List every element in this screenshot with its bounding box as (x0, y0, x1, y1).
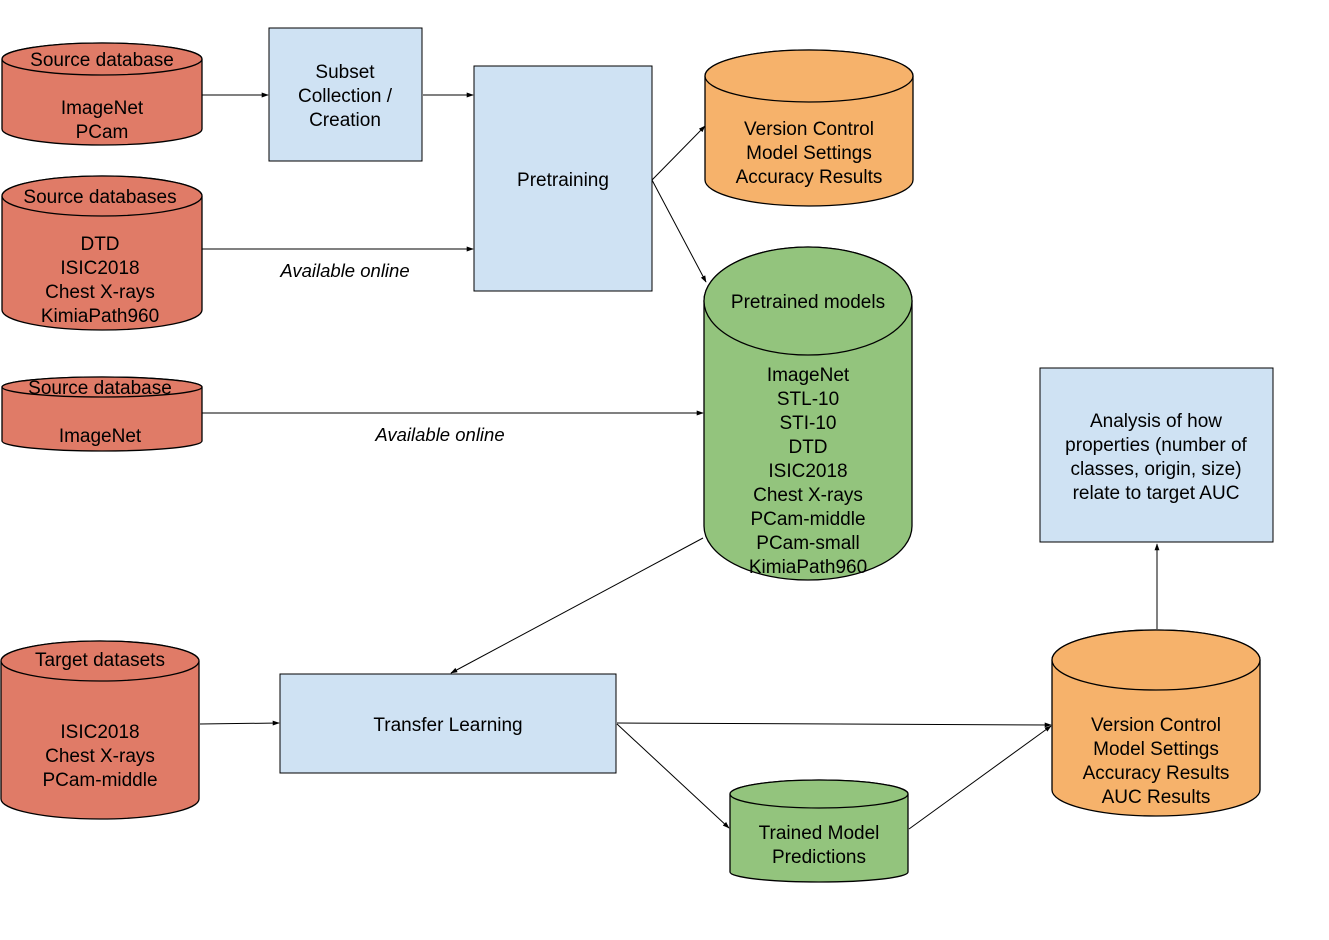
arrow-transfer-to-results-db-2 (616, 722, 1052, 728)
cylinder-line: ISIC2018 (60, 258, 139, 279)
cylinder-line: Accuracy Results (1083, 763, 1230, 784)
cylinder-line: ImageNet (61, 98, 144, 119)
box-line: classes, origin, size) (1070, 459, 1241, 480)
cylinder-top (1, 376, 203, 398)
process-box (1039, 367, 1274, 543)
cylinder-line: Predictions (772, 847, 866, 868)
cylinder-line: Model Settings (1093, 739, 1219, 760)
cylinder-line: Chest X-rays (753, 485, 863, 506)
arrow-pretraining-to-results-db-1 (651, 125, 706, 181)
analysis-box: Analysis of how properties (number of cl… (1039, 367, 1274, 543)
process-box (279, 673, 617, 774)
cylinder-line: KimiaPath960 (749, 557, 867, 578)
cylinder-line: PCam-middle (750, 509, 865, 530)
cylinder-top (703, 246, 913, 356)
cylinder-title: Source database (30, 50, 174, 71)
arrow-transfer-to-trained-db (616, 723, 730, 829)
caption-available-online: Available online (279, 260, 409, 281)
cylinder-line: Accuracy Results (736, 167, 883, 188)
target-datasets-db: Target datasets ISIC2018 Chest X-rays PC… (0, 640, 200, 820)
pretraining-results-db: Version Control Model Settings Accuracy … (704, 49, 914, 207)
arrow-trained-db-to-results-db-2 (908, 725, 1052, 830)
cylinder-line: ISIC2018 (60, 722, 139, 743)
cylinder-line: DTD (80, 234, 119, 255)
caption-available-online: Available online (374, 424, 504, 445)
cylinder-title: Source database (28, 378, 172, 399)
arrow-pretrained-db-to-transfer (450, 537, 704, 674)
cylinder-line: Version Control (1091, 715, 1221, 736)
cylinder-line: Chest X-rays (45, 746, 155, 767)
cylinder-top (0, 640, 200, 682)
arrow-pretraining-to-pretrained-db (651, 179, 707, 283)
cylinder-line: KimiaPath960 (41, 306, 159, 327)
cylinder-line: Trained Model (759, 823, 880, 844)
cylinder-line: STI-10 (779, 413, 836, 434)
box-line: Creation (309, 110, 381, 131)
cylinder-title: Pretrained models (731, 292, 885, 313)
cylinder-line: Chest X-rays (45, 282, 155, 303)
process-box (473, 65, 653, 292)
pretrained-models-db: Pretrained models ImageNet STL-10 STI-10… (703, 246, 913, 581)
cylinder-line: Model Settings (746, 143, 872, 164)
transfer-results-db: Version Control Model Settings Accuracy … (1051, 629, 1261, 817)
cylinder-line: ISIC2018 (768, 461, 847, 482)
source-dbs-online: Source databases DTD ISIC2018 Chest X-ra… (1, 175, 203, 331)
cylinder-line: PCam-small (756, 533, 859, 554)
cylinder-top (1, 175, 203, 217)
cylinder-line: DTD (788, 437, 827, 458)
box-line: properties (number of (1065, 435, 1247, 456)
cylinder-top (704, 49, 914, 103)
source-db-imagenet: Source database ImageNet (1, 376, 203, 452)
cylinder-top (1051, 629, 1261, 691)
cylinder-line: ImageNet (767, 365, 850, 386)
cylinder-title: Target datasets (35, 650, 165, 671)
transfer-learning-box: Transfer Learning (279, 673, 617, 774)
box-line: Analysis of how (1090, 411, 1222, 432)
cylinder-line: Version Control (744, 119, 874, 140)
pretraining-box: Pretraining (473, 65, 653, 292)
box-line: Pretraining (517, 170, 609, 191)
connectors (199, 92, 1160, 830)
cylinder-top (729, 779, 909, 809)
process-box (268, 27, 423, 162)
box-line: relate to target AUC (1073, 483, 1240, 504)
box-line: Collection / (298, 86, 393, 107)
trained-model-predictions-db: Trained Model Predictions (729, 779, 909, 883)
cylinder-top (1, 42, 203, 76)
cylinder-line: PCam (76, 122, 129, 143)
box-line: Subset (315, 62, 375, 83)
box-line: Transfer Learning (373, 715, 522, 736)
cylinder-line: ImageNet (59, 426, 142, 447)
cylinder-title: Source databases (23, 187, 176, 208)
cylinder-line: STL-10 (777, 389, 839, 410)
source-db-imagenet-pcam: Source database ImageNet PCam (1, 42, 203, 146)
cylinder-line: PCam-middle (42, 770, 157, 791)
arrow-target-db-to-transfer (199, 720, 280, 726)
subset-collection-box: Subset Collection / Creation (268, 27, 423, 162)
cylinder-line: AUC Results (1102, 787, 1211, 808)
